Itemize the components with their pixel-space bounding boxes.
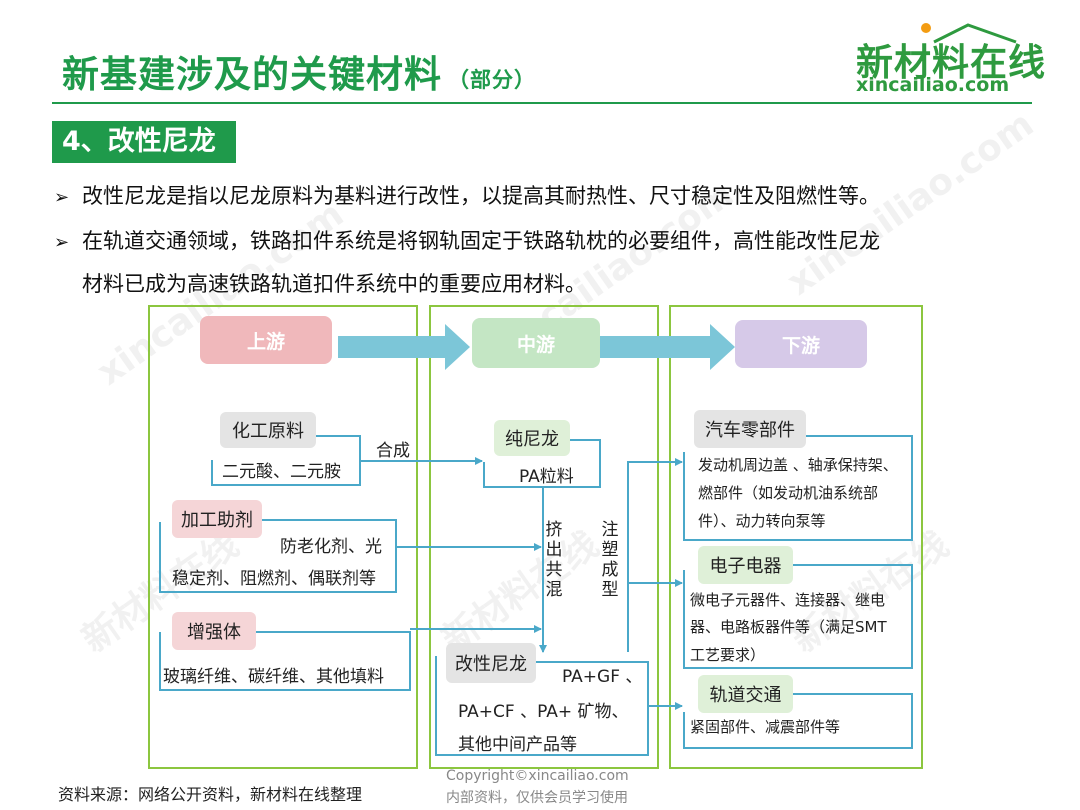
brand-logo: 新材料在线 xincailiao.com (848, 18, 1045, 96)
node-raw-materials-desc: 二元酸、二元胺 (222, 462, 341, 482)
node-electronics-desc: 器、电路板器件等（满足SMT (690, 618, 887, 636)
page-title-sub: （部分） (448, 68, 536, 92)
node-raw-materials: 化工原料 (220, 412, 316, 448)
stage-header-upstream: 上游 (200, 316, 332, 364)
internal-notice: 内部资料，仅供会员学习使用 (446, 790, 628, 806)
node-electronics-desc: 工艺要求） (690, 646, 766, 664)
node-auto-parts: 汽车零部件 (694, 410, 806, 448)
node-auto-parts-desc: 件）、动力转向泵等 (698, 512, 826, 530)
source-note: 资料来源：网络公开资料，新材料在线整理 (58, 785, 363, 804)
node-modified-nylon-desc: PA+GF 、 (562, 667, 643, 687)
roof-icon (921, 23, 1017, 44)
stage-header-downstream: 下游 (735, 320, 867, 368)
page-title: 新基建涉及的关键材料（部分） (62, 44, 536, 98)
node-reinforcement: 增强体 (172, 612, 256, 650)
logo-text-en: xincailiao.com (856, 74, 1010, 96)
bullet-arrow-icon: ➢ (54, 187, 70, 208)
bullet-text: 在轨道交通领域，铁路扣件系统是将钢轨固定于铁路轨枕的必要组件，高性能改性尼龙 (82, 229, 880, 253)
node-reinforcement-desc: 玻璃纤维、碳纤维、其他填料 (163, 667, 384, 687)
bracket-pure-nylon (483, 439, 601, 488)
node-rail-transit-desc: 紧固部件、减震部件等 (690, 718, 841, 736)
bracket-additives (159, 519, 397, 593)
downstream-column (669, 305, 923, 769)
node-additives-desc: 稳定剂、阻燃剂、偶联剂等 (172, 569, 376, 589)
bracket-auto-parts (683, 435, 913, 541)
node-electronics-desc: 微电子元器件、连接器、继电 (690, 591, 886, 609)
stage-header-midstream: 中游 (472, 318, 600, 368)
node-pure-nylon-desc: PA粒料 (519, 467, 574, 487)
bullet-item: ➢ 在轨道交通领域，铁路扣件系统是将钢轨固定于铁路轨枕的必要组件，高性能改性尼龙 (54, 225, 880, 255)
node-auto-parts-desc: 发动机周边盖 、轴承保持架、 (698, 456, 898, 474)
title-divider (52, 102, 1032, 104)
stage-arrow-icon (338, 324, 470, 370)
process-label-extrusion: 挤出共混 (545, 520, 563, 600)
midstream-column (429, 305, 659, 769)
bracket-raw-materials (211, 435, 361, 486)
upstream-column (148, 305, 418, 769)
bullet-text-continuation: 材料已成为高速铁路轨道扣件系统中的重要应用材料。 (82, 272, 586, 296)
bracket-reinforcement (159, 631, 411, 691)
section-label: 4、改性尼龙 (52, 121, 236, 163)
bracket-rail-transit (683, 693, 913, 749)
copyright-text: Copyright©xincailiao.com (446, 768, 629, 784)
node-additives: 加工助剂 (172, 500, 262, 538)
bullet-item: ➢ 改性尼龙是指以尼龙原料为基料进行改性，以提高其耐热性、尺寸稳定性及阻燃性等。 (54, 180, 880, 210)
node-modified-nylon-desc: PA+CF 、PA+ 矿物、 (458, 702, 629, 722)
node-auto-parts-desc: 燃部件（如发动机油系统部 (698, 484, 879, 502)
node-pure-nylon: 纯尼龙 (494, 420, 570, 456)
bullet-text: 改性尼龙是指以尼龙原料为基料进行改性，以提高其耐热性、尺寸稳定性及阻燃性等。 (82, 184, 880, 208)
logo-text-cn: 新材料在线 (856, 41, 1046, 84)
node-additives-desc: 防老化剂、光 (280, 537, 382, 557)
bracket-modified-nylon (435, 656, 649, 756)
node-electronics: 电子电器 (698, 546, 793, 584)
node-modified-nylon-desc: 其他中间产品等 (458, 735, 577, 755)
process-label-synthesis: 合成 (376, 441, 410, 461)
node-rail-transit: 轨道交通 (698, 675, 793, 713)
stage-arrow-icon (600, 324, 735, 370)
process-label-injection: 注塑成型 (601, 520, 619, 600)
page-title-main: 新基建涉及的关键材料 (62, 53, 442, 96)
bullet-arrow-icon: ➢ (54, 232, 70, 253)
node-modified-nylon: 改性尼龙 (446, 643, 536, 683)
bracket-electronics (683, 564, 913, 669)
